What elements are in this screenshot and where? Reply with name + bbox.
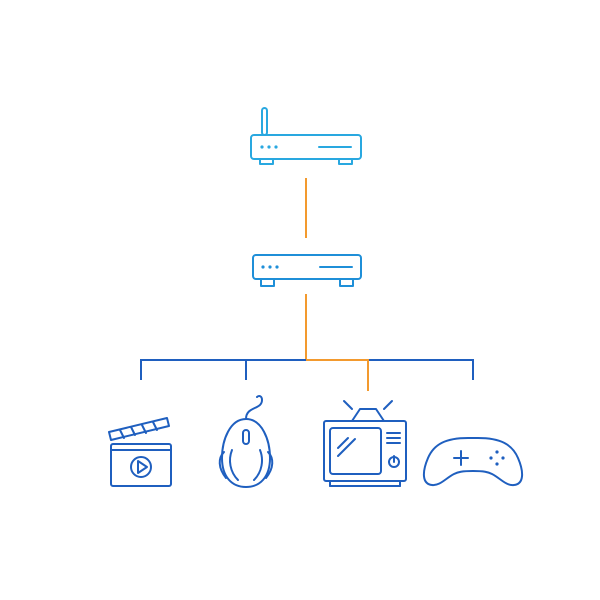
computer-mouse-icon xyxy=(218,395,274,488)
movie-clapperboard-icon xyxy=(108,417,172,487)
connection-lines xyxy=(140,178,474,391)
network-switch-icon xyxy=(252,254,362,287)
wifi-router-icon xyxy=(250,107,362,165)
retro-tv-icon xyxy=(323,400,407,487)
gamepad-icon xyxy=(422,437,524,487)
